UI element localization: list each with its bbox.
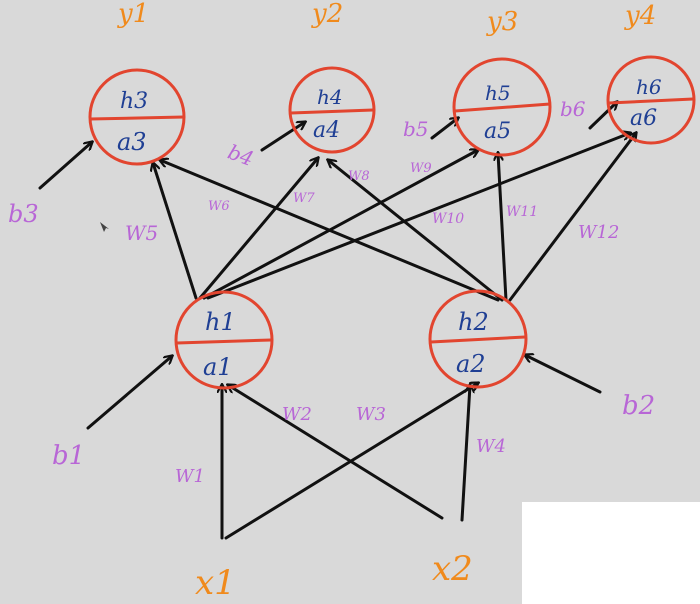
bias-label-b4: b4 bbox=[225, 140, 257, 171]
neuron-h1-bottom: a1 bbox=[203, 353, 233, 381]
edge-h2-h6 bbox=[508, 133, 636, 302]
weight-label-w2: W2 bbox=[282, 404, 312, 425]
cursor-icon bbox=[100, 222, 109, 232]
bias-arrow-b5 bbox=[430, 118, 458, 140]
edge-h1-h6 bbox=[206, 133, 630, 300]
bias-label-b2: b2 bbox=[622, 391, 655, 421]
weight-label-w6: W6 bbox=[208, 199, 230, 214]
neuron-h6: h6 a6 bbox=[606, 55, 696, 145]
edge-h2-h4 bbox=[328, 160, 504, 302]
neuron-h4-top: h4 bbox=[317, 85, 343, 109]
neuron-h4-bottom: a4 bbox=[313, 118, 340, 143]
bias-label-b3: b3 bbox=[8, 200, 39, 228]
output-label-y1: y1 bbox=[117, 0, 149, 29]
weight-label-w3: W3 bbox=[356, 404, 386, 425]
edge-h1-h3 bbox=[153, 163, 198, 300]
bias-arrow-b2 bbox=[525, 355, 602, 394]
neuron-h5-bottom: a5 bbox=[484, 119, 511, 144]
output-label-y2: y2 bbox=[311, 0, 343, 29]
edge-h1-h4 bbox=[198, 158, 318, 300]
weight-label-w7: W7 bbox=[293, 191, 315, 206]
bias-arrow-b4 bbox=[260, 122, 305, 152]
bias-arrow-b1 bbox=[86, 356, 172, 430]
bias-arrow-b6 bbox=[588, 102, 617, 130]
bias-arrow-b3 bbox=[38, 142, 92, 190]
output-label-y3: y3 bbox=[486, 7, 518, 37]
input-label-x1: x1 bbox=[195, 563, 236, 603]
neuron-h2-top: h2 bbox=[458, 308, 489, 336]
neuron-h6-bottom: a6 bbox=[630, 106, 657, 131]
neuron-h3-bottom: a3 bbox=[117, 128, 147, 156]
neuron-h3-top: h3 bbox=[120, 89, 148, 114]
weight-label-w12: W12 bbox=[578, 222, 619, 243]
bias-label-b6: b6 bbox=[560, 97, 586, 121]
bias-label-b1: b1 bbox=[52, 441, 85, 471]
weight-label-w9: W9 bbox=[410, 161, 432, 176]
edge-h2-h3 bbox=[160, 160, 500, 302]
weight-label-w11: W11 bbox=[506, 204, 538, 220]
neuron-h2: h2 a2 bbox=[428, 289, 528, 389]
neuron-h1-top: h1 bbox=[205, 308, 236, 336]
edge-x2-h2 bbox=[460, 385, 470, 522]
weight-label-w4: W4 bbox=[476, 436, 506, 457]
edge-h1-h5 bbox=[202, 150, 478, 300]
output-label-y4: y4 bbox=[624, 1, 656, 31]
neuron-h5-top: h5 bbox=[485, 81, 511, 105]
weight-label-w5: W5 bbox=[125, 221, 158, 245]
neuron-h6-top: h6 bbox=[636, 75, 662, 99]
bias-label-b5: b5 bbox=[403, 117, 429, 141]
neuron-h4: h4 a4 bbox=[288, 66, 376, 154]
blank-corner-patch bbox=[522, 502, 700, 604]
neuron-h1: h1 a1 bbox=[174, 290, 274, 390]
weight-label-w10: W10 bbox=[432, 211, 464, 227]
edge-h2-h5 bbox=[498, 153, 508, 302]
weight-label-w1: W1 bbox=[175, 466, 205, 487]
neuron-h2-bottom: a2 bbox=[456, 350, 486, 378]
edge-x2-h1 bbox=[228, 385, 444, 520]
neuron-h5: h5 a5 bbox=[452, 57, 552, 157]
input-label-x2: x2 bbox=[432, 549, 473, 589]
weight-label-w8: W8 bbox=[348, 169, 370, 184]
neuron-h3: h3 a3 bbox=[88, 68, 186, 166]
